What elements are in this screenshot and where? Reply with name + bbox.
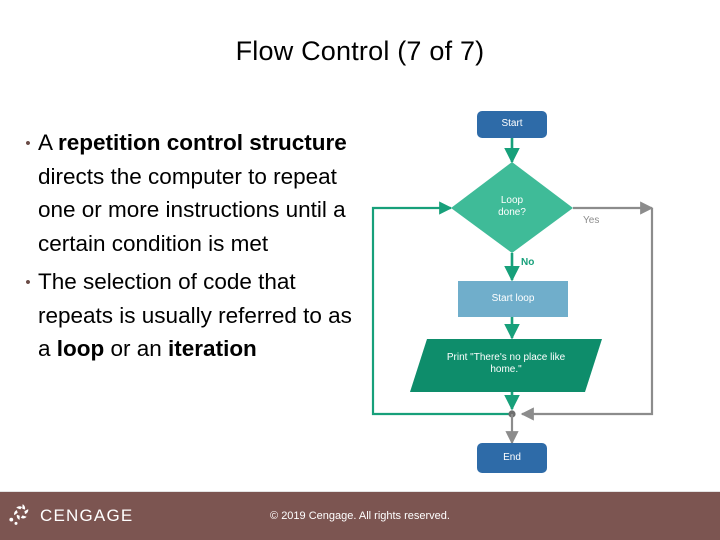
flow-node-decision[interactable] [451, 162, 573, 253]
bullet-text-segment: loop [56, 336, 105, 361]
page-title: Flow Control (7 of 7) [235, 36, 485, 66]
bullet-text-segment: directs the computer to repeat one or mo… [38, 163, 346, 256]
edge-loopback-to-decision [371, 201, 512, 416]
flow-node-print[interactable] [410, 339, 602, 392]
edge-label-no: No [521, 257, 535, 268]
flowchart-diagram: Start Loop done? Start loop Print "There… [355, 95, 720, 485]
footer-bar: CENGAGE © 2019 Cengage. All rights reser… [0, 492, 720, 540]
flow-node-end[interactable] [477, 443, 547, 473]
bullet-text: The selection of code that repeats is us… [38, 265, 358, 366]
bullet-text-segment: iteration [168, 336, 257, 361]
bullet-text-segment: A [38, 130, 59, 155]
flow-node-start[interactable] [477, 111, 547, 138]
bullet-text-segment: The selection of code that repeats is us… [38, 269, 352, 361]
cengage-logo: CENGAGE [8, 501, 133, 531]
bullet-item: • The selection of code that repeats is u… [18, 265, 358, 366]
bullet-list: • A repetition control structure directs … [18, 126, 358, 371]
bullet-text-segment: repetition control structure [58, 130, 347, 155]
flow-node-start-loop[interactable] [458, 281, 568, 317]
flowchart-svg [371, 111, 654, 473]
bullet-item: • A repetition control structure directs … [18, 126, 358, 260]
bullet-marker: • [25, 274, 31, 291]
edge-yes-down-to-junction [520, 208, 654, 421]
bullet-text: A repetition control structure directs t… [38, 126, 358, 260]
bullet-text-segment: or an [104, 336, 169, 361]
edge-label-yes: Yes [583, 215, 600, 226]
footer-divider [0, 491, 720, 492]
cengage-logo-text: CENGAGE [40, 506, 134, 525]
bullet-marker: • [25, 135, 31, 152]
cengage-pinwheel-icon [9, 504, 29, 525]
footer-copyright: © 2019 Cengage. All rights reserved. [270, 510, 450, 522]
